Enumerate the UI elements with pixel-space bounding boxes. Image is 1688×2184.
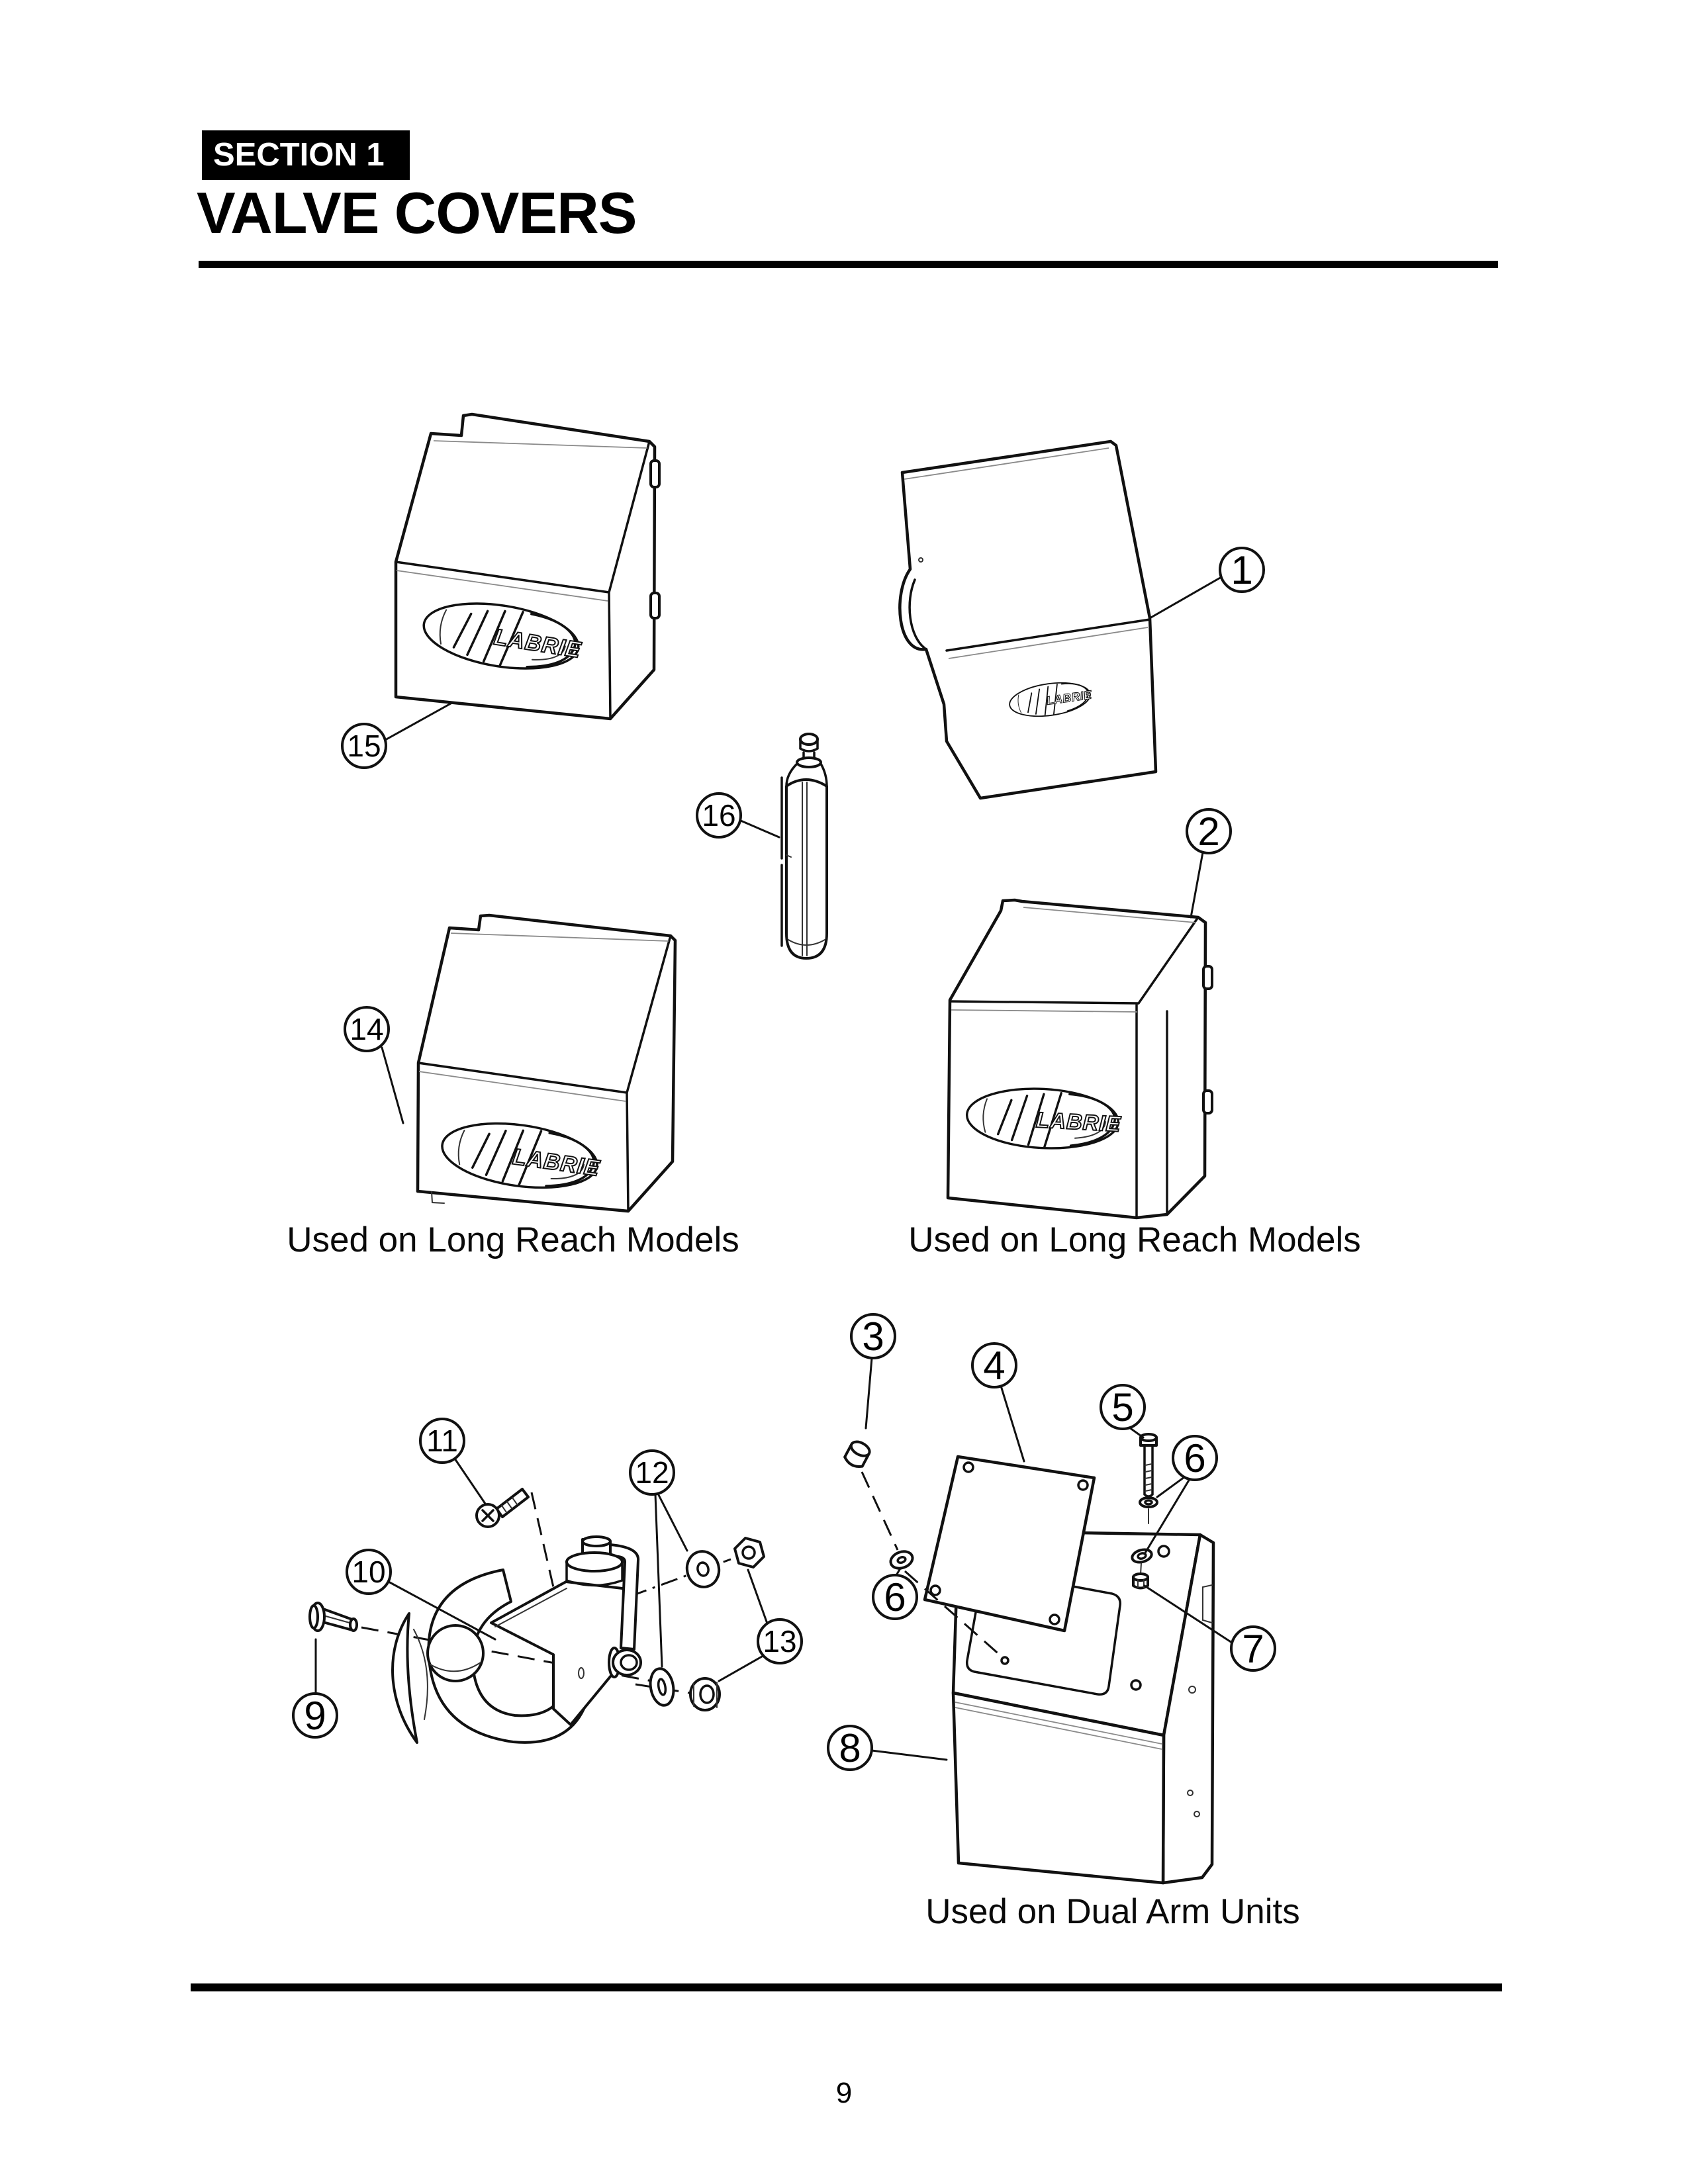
valve-cover-2-illustration: LABRIE <box>946 898 1213 1220</box>
washer-12-lower <box>649 1667 675 1707</box>
nut-13-upper <box>733 1537 765 1569</box>
callout-14: 14 <box>344 1006 404 1124</box>
nut-13-lower <box>689 1677 721 1711</box>
access-plate-4 <box>923 1455 1096 1633</box>
callout-16: 16 <box>696 792 780 839</box>
svg-text:10: 10 <box>352 1555 385 1589</box>
callout-5: 5 <box>1100 1384 1146 1439</box>
svg-text:1: 1 <box>1231 548 1252 592</box>
svg-text:3: 3 <box>862 1314 884 1359</box>
callout-6-left: 6 <box>872 1567 918 1620</box>
valve-cover-14-illustration: LABRIE <box>416 913 677 1213</box>
callout-7: 7 <box>1143 1584 1276 1672</box>
ball-joint <box>426 1624 485 1682</box>
bolt-9 <box>308 1602 358 1632</box>
svg-text:9: 9 <box>304 1694 326 1738</box>
page-number: 9 <box>835 2077 853 2109</box>
svg-text:12: 12 <box>635 1455 669 1490</box>
svg-text:6: 6 <box>884 1575 906 1619</box>
svg-text:2: 2 <box>1197 809 1219 854</box>
svg-text:7: 7 <box>1242 1627 1264 1671</box>
svg-text:14: 14 <box>350 1012 383 1046</box>
header-rule <box>199 261 1498 268</box>
gas-spring-16-illustration <box>780 733 828 960</box>
page-title: VALVE COVERS <box>197 180 637 246</box>
screw-11 <box>475 1488 530 1528</box>
washer-6-right-upper <box>1139 1496 1158 1508</box>
callouts: 1 2 3 4 5 6 6 <box>292 547 1276 1771</box>
svg-text:15: 15 <box>347 729 381 763</box>
plug-3 <box>843 1440 871 1468</box>
valve-cover-15-illustration: LABRIE <box>394 412 661 721</box>
callout-1: 1 <box>1149 547 1265 619</box>
cover-8-front-face <box>951 1691 1166 1885</box>
callout-3: 3 <box>850 1313 896 1430</box>
suction-cup <box>391 1612 418 1744</box>
bolt-5 <box>1139 1433 1158 1498</box>
washer-6-left <box>889 1550 914 1570</box>
callout-6-right: 6 <box>1143 1435 1218 1555</box>
svg-text:4: 4 <box>983 1343 1005 1388</box>
svg-text:5: 5 <box>1111 1385 1133 1430</box>
callout-12: 12 <box>629 1449 688 1668</box>
boss-cylinder <box>565 1551 624 1572</box>
callout-9: 9 <box>292 1638 338 1739</box>
svg-text:11: 11 <box>426 1424 458 1458</box>
svg-text:6: 6 <box>1184 1436 1205 1480</box>
callout-4: 4 <box>971 1342 1025 1463</box>
section-tag: SECTION 1 <box>202 130 410 180</box>
callout-8: 8 <box>827 1725 948 1771</box>
callout-15: 15 <box>341 702 452 769</box>
callout-10: 10 <box>346 1549 496 1641</box>
caption-right-long-reach: Used on Long Reach Models <box>908 1220 1361 1259</box>
svg-text:13: 13 <box>763 1624 796 1659</box>
valve-cover-1-illustration: LABRIE <box>898 439 1158 800</box>
caption-left-long-reach: Used on Long Reach Models <box>287 1220 739 1259</box>
washer-6-right-lower <box>1131 1548 1153 1564</box>
dual-arm-cover-assembly <box>843 1433 1215 1885</box>
callout-2: 2 <box>1186 808 1232 919</box>
callout-11: 11 <box>419 1418 487 1505</box>
callout-13: 13 <box>718 1569 803 1682</box>
washer-12-upper <box>685 1550 721 1588</box>
svg-text:16: 16 <box>702 798 735 833</box>
svg-text:8: 8 <box>839 1726 861 1770</box>
labrie-logo-text: LABRIE <box>1035 1107 1121 1136</box>
suction-cup-bracket-assembly <box>308 1488 765 1744</box>
footer-rule <box>191 1983 1502 1991</box>
caption-dual-arm: Used on Dual Arm Units <box>925 1892 1300 1931</box>
